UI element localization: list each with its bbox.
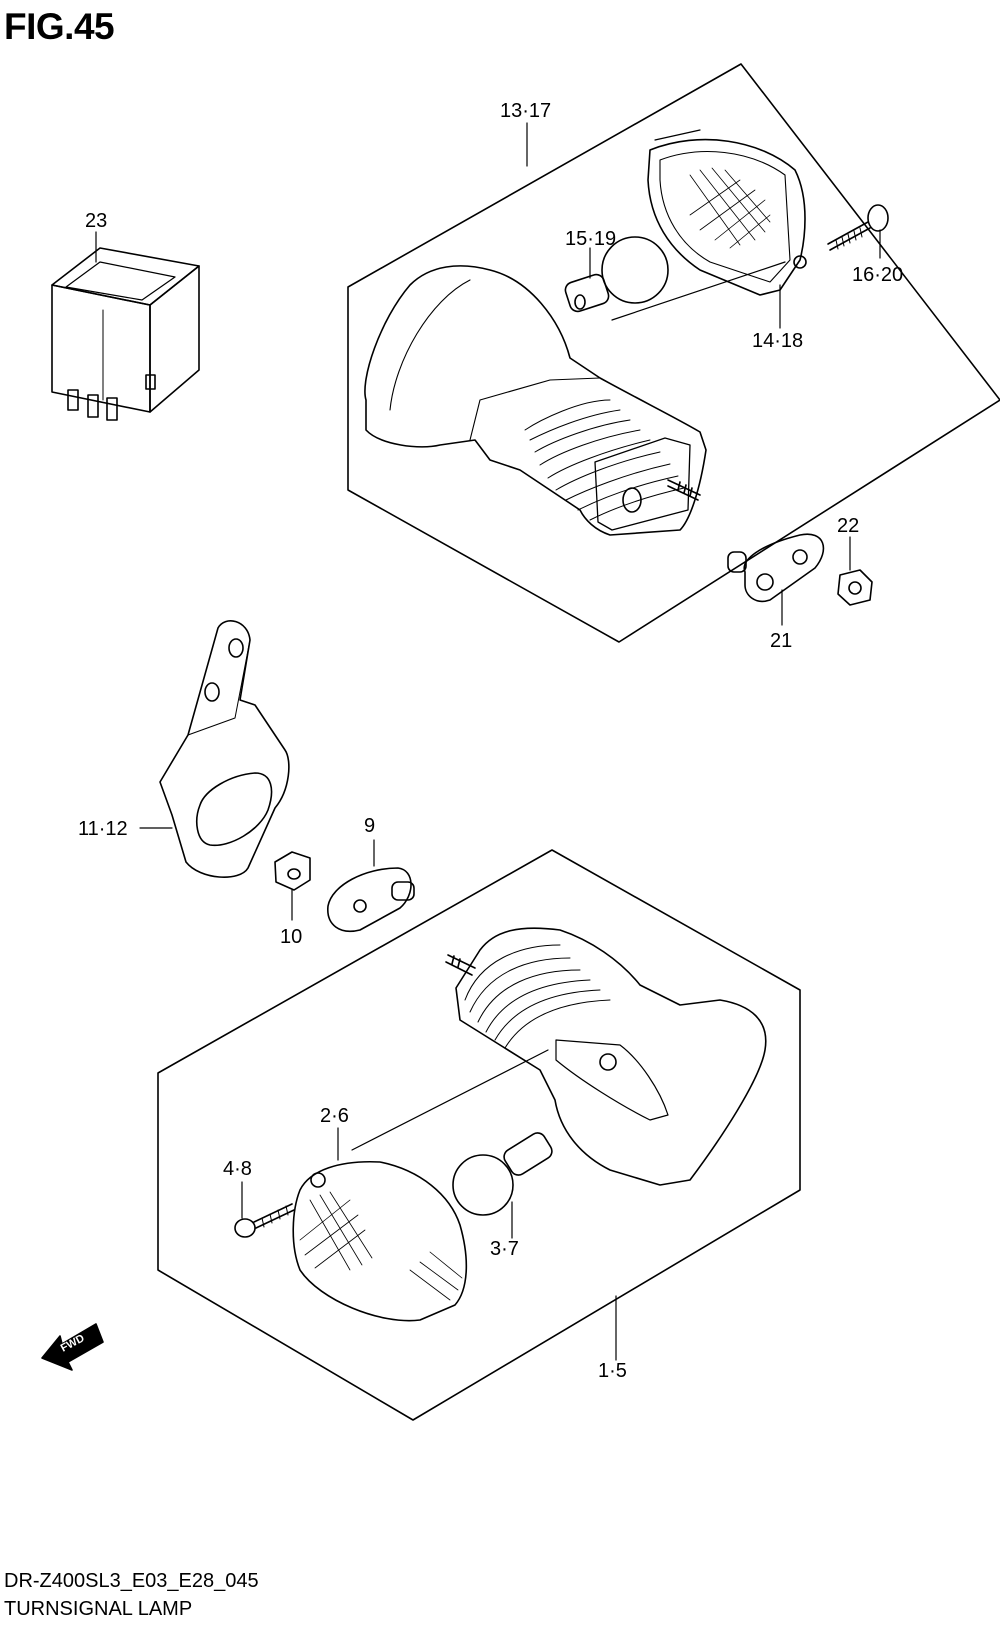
turnsignal-bracket <box>159 620 290 878</box>
callout-23: 23 <box>85 210 108 232</box>
callout-11-12: 11·12 <box>78 818 128 840</box>
callout-15-19: 15·19 <box>565 228 617 250</box>
rear-mount-nut <box>837 569 873 606</box>
front-lens-screw <box>234 1203 295 1238</box>
front-turnsignal-housing <box>445 927 767 1186</box>
callout-14-18: 14·18 <box>752 330 804 352</box>
rear-turnsignal-housing <box>364 265 707 536</box>
callout-22: 22 <box>837 515 860 537</box>
upper-leader-lines <box>95 122 881 626</box>
rear-turnsignal-assembly-frame <box>347 63 1000 643</box>
callout-1-5: 1·5 <box>598 1360 627 1382</box>
callout-3-7: 3·7 <box>490 1238 519 1260</box>
callout-21: 21 <box>770 630 793 652</box>
rear-mount-plate <box>727 533 825 603</box>
rear-lens-screw <box>827 204 889 251</box>
forward-arrow-icon: FWD <box>41 1323 104 1371</box>
front-turnsignal-assembly-frame <box>157 849 801 1421</box>
callout-9: 9 <box>364 815 376 837</box>
callout-13-17: 13·17 <box>500 100 552 122</box>
front-mount-plate <box>327 867 415 932</box>
figure-title: FIG.45 <box>4 6 115 47</box>
callout-4-8: 4·8 <box>223 1158 252 1180</box>
rear-bulb <box>564 236 669 313</box>
callout-2-6: 2·6 <box>320 1105 349 1127</box>
front-lens <box>292 1160 468 1322</box>
model-code: DR-Z400SL3_E03_E28_045 <box>4 1570 259 1592</box>
rear-lens <box>647 129 807 296</box>
front-bulb <box>452 1132 553 1216</box>
bracket-collar <box>274 851 311 891</box>
callout-10: 10 <box>280 926 303 948</box>
callout-16-20: 16·20 <box>852 264 904 286</box>
section-name: TURNSIGNAL LAMP <box>4 1598 193 1620</box>
turnsignal-relay <box>51 247 200 421</box>
lower-leader-lines <box>139 827 617 1361</box>
